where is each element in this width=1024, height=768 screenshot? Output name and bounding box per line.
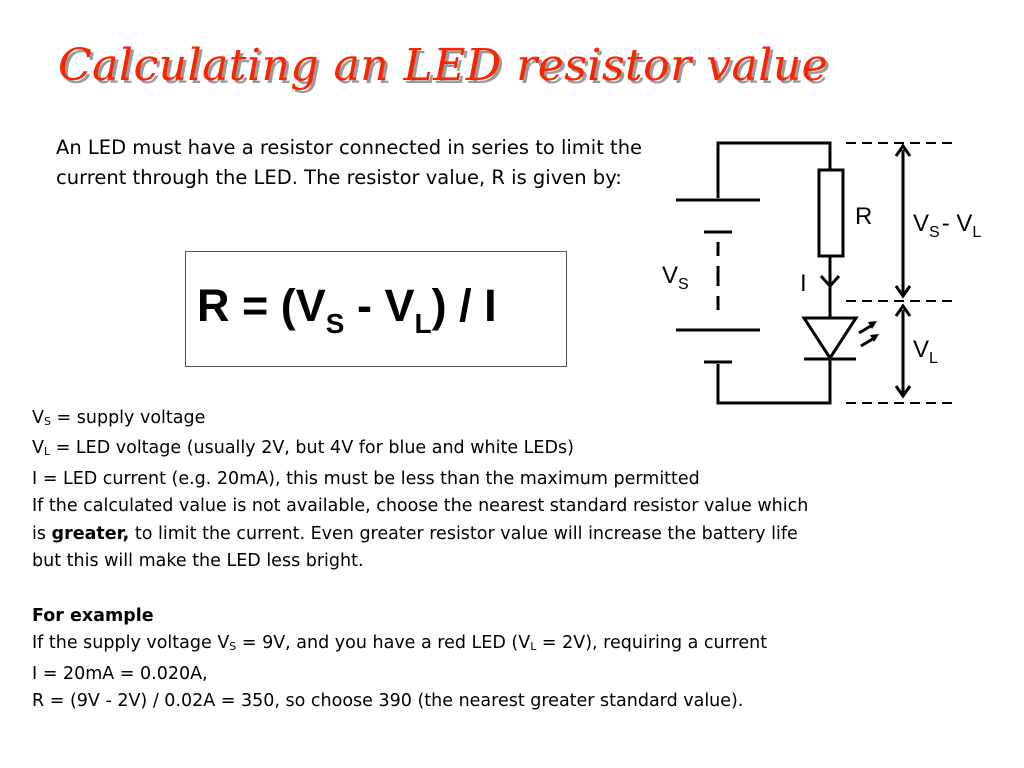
emphasis-greater: greater, (51, 523, 130, 544)
note-line-2: is greater, to limit the current. Even g… (32, 523, 798, 544)
formula-sub-l: L (414, 308, 432, 339)
current-arrow-icon (819, 274, 841, 289)
bottom-wire (716, 360, 832, 405)
formula-end: ) / I (431, 280, 497, 331)
resistor (817, 168, 845, 258)
arrowhead-3 (894, 303, 912, 317)
example-line-2: I = 20mA = 0.020A, (32, 663, 208, 684)
arrowhead-1 (894, 143, 912, 157)
resistor-label: R (855, 203, 872, 230)
example-heading: For example (32, 605, 154, 626)
note-line-3: but this will make the LED less bright. (32, 551, 364, 572)
formula-mid: - V (344, 280, 415, 331)
intro-text: An LED must have a resistor connected in… (56, 136, 643, 189)
definition-i: I = LED current (e.g. 20mA), this must b… (32, 468, 700, 489)
note-line-1: If the calculated value is not available… (32, 496, 809, 517)
light-arrowhead-1 (868, 321, 877, 329)
voltage-drop-label: VS- VL (913, 210, 981, 241)
definition-vs: VS = supply voltage (32, 408, 206, 428)
light-arrowhead-2 (870, 334, 879, 342)
led-voltage-label: VL (913, 336, 938, 367)
formula-sub-s: S (325, 308, 345, 339)
example-line-1: If the supply voltage VS = 9V, and you h… (32, 633, 768, 654)
formula-box: R = (VS - VL) / I (185, 251, 567, 367)
example-line-3: R = (9V - 2V) / 0.02A = 350, so choose 3… (32, 691, 744, 712)
formula-start: R = (V (197, 280, 326, 331)
current-label: I (800, 270, 807, 297)
definition-vl: VL = LED voltage (usually 2V, but 4V for… (32, 438, 574, 459)
explanation-text: VS = supply voltage VL = LED voltage (us… (32, 405, 1007, 715)
formula: R = (VS - VL) / I (197, 280, 497, 340)
slide-title: Calculating an LED resistor value (58, 40, 829, 91)
led-circuit-diagram: R I VS VS- VL VL (662, 141, 981, 405)
led-triangle (801, 316, 859, 361)
top-wire (716, 141, 832, 198)
arrowhead-2 (894, 285, 912, 299)
supply-voltage-label: VS (662, 262, 689, 293)
arrowhead-4 (894, 385, 912, 399)
